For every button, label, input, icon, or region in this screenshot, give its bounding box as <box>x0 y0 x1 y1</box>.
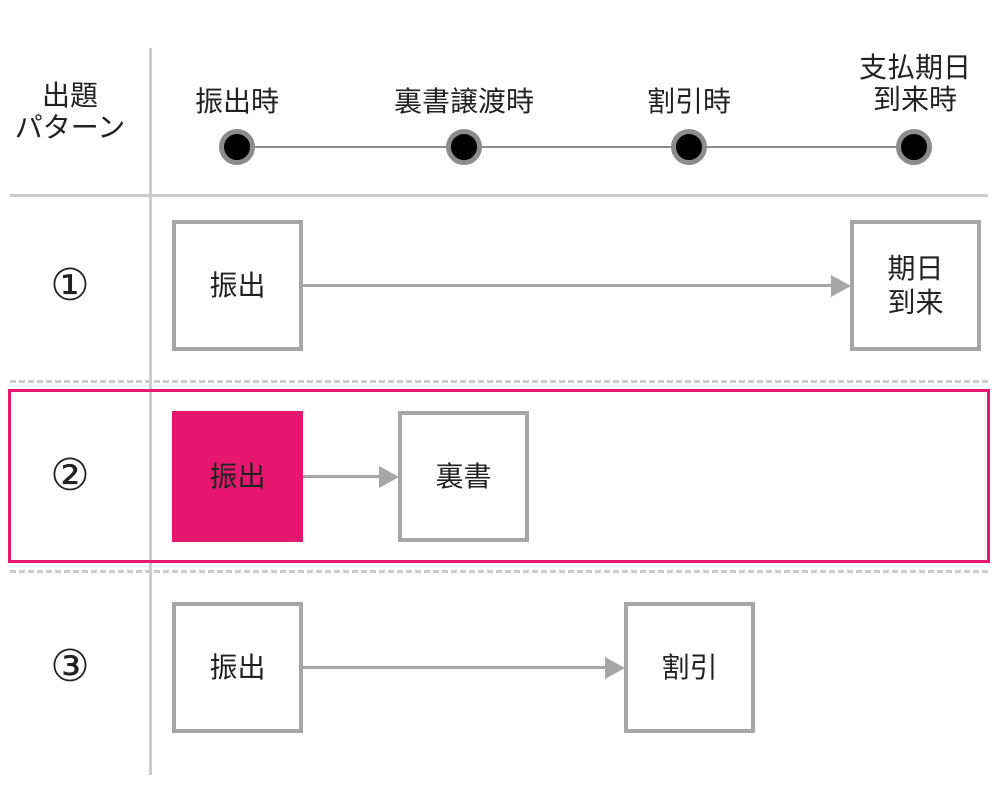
row1-end-box: 期日 到来 <box>850 220 981 351</box>
timeline-dot-issue <box>219 129 255 165</box>
row-separator-2 <box>10 570 988 573</box>
row-number: ③ <box>50 641 90 692</box>
timeline-line <box>237 146 917 148</box>
row3-arrow-head <box>605 657 625 679</box>
row1-start-box: 振出 <box>172 220 303 351</box>
row3-end-box: 割引 <box>624 602 755 733</box>
row3-arrow-line <box>303 666 607 669</box>
row2-arrow-line <box>303 475 381 478</box>
column-divider <box>149 48 152 775</box>
timeline-dot-discount <box>671 129 707 165</box>
row-separator-1 <box>10 380 988 383</box>
row-number: ② <box>50 450 90 501</box>
row2-start-box: 振出 <box>172 411 303 542</box>
row1-arrow-head <box>831 275 851 297</box>
row3-start-box: 振出 <box>172 602 303 733</box>
row2-arrow-head <box>379 466 399 488</box>
row2-end-box: 裏書 <box>398 411 529 542</box>
timeline-label-discount: 割引時 <box>646 85 731 118</box>
highlight-frame <box>8 389 990 563</box>
timeline-label-endorsement: 裏書譲渡時 <box>393 85 534 118</box>
timeline-dot-maturity <box>896 129 932 165</box>
pattern-header-label: 出題 パターン <box>14 79 126 144</box>
row1-arrow-line <box>303 284 833 287</box>
timeline-dot-endorsement <box>446 129 482 165</box>
timeline-label-issue: 振出時 <box>194 85 279 118</box>
timeline-label-maturity: 支払期日 到来時 <box>858 51 971 116</box>
row-number: ① <box>50 260 90 311</box>
header-separator <box>10 194 988 197</box>
